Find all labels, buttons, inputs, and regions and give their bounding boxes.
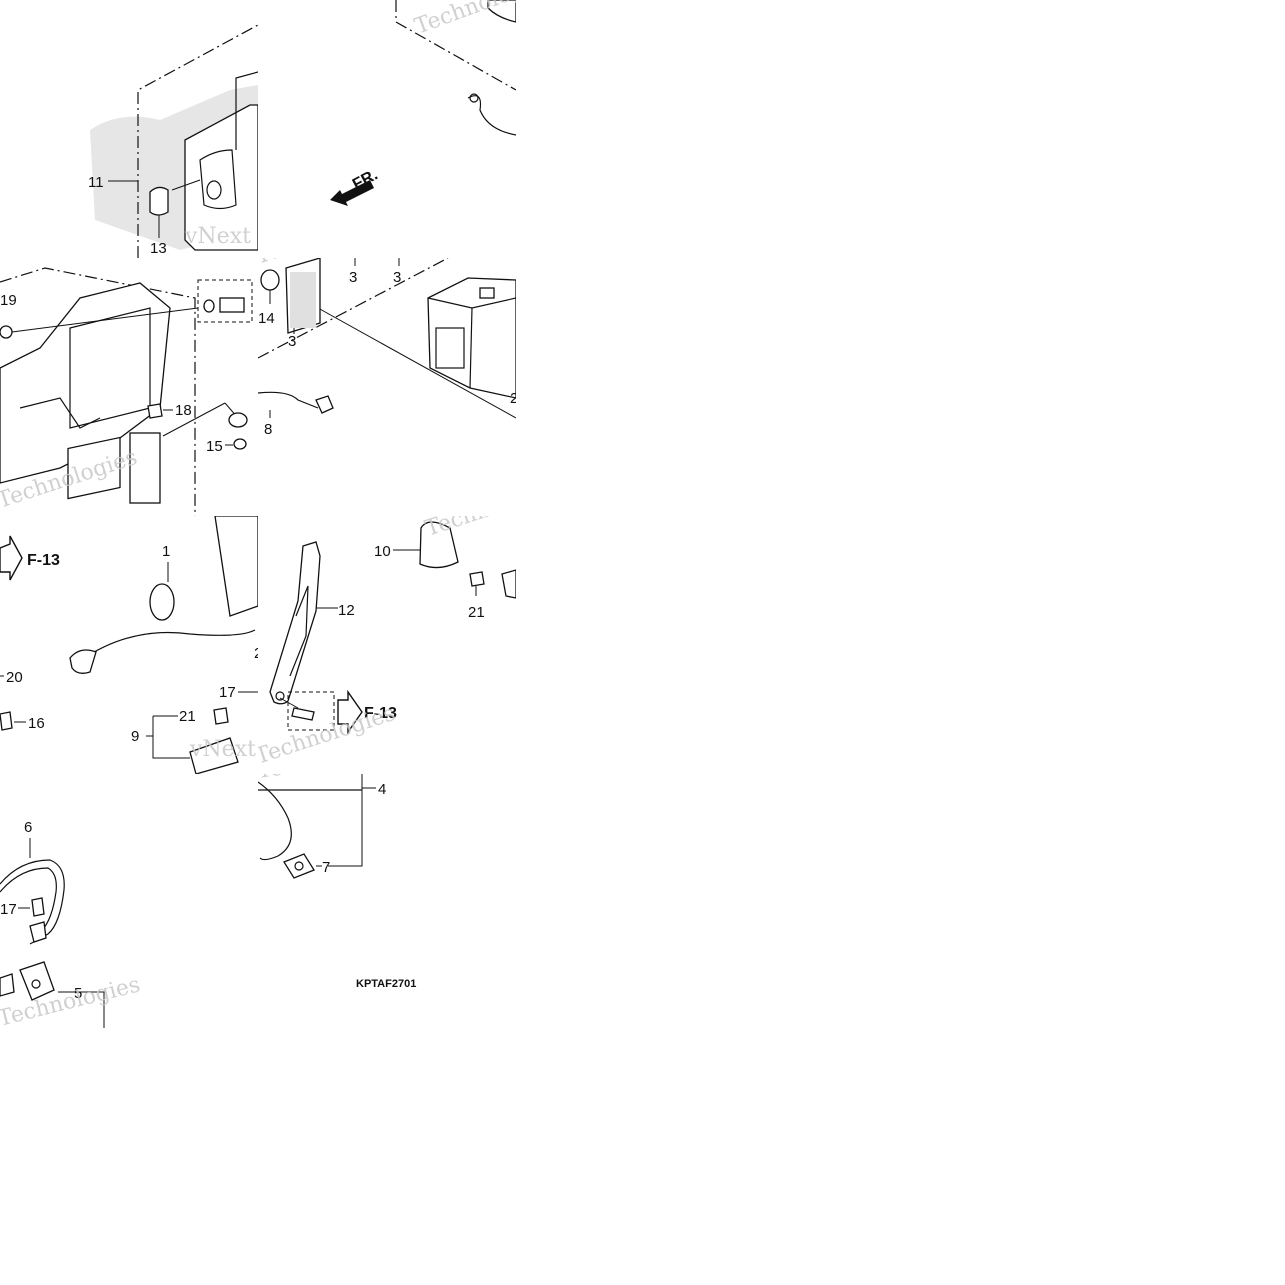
callout-6: 6	[24, 819, 32, 836]
callout-15: 15	[206, 438, 223, 455]
tile-bottom-left-drawing: 6 17 5 Technologies	[0, 819, 143, 1032]
callout-5: 5	[74, 985, 82, 1002]
tile-bottom-left: 6 17 5 Technologies	[0, 774, 258, 1032]
callout-17b: 17	[0, 901, 17, 918]
tile-middle-middle: 14 3 3 3 2 8 Technologies	[258, 258, 516, 516]
diagram-code: KPTAF2701	[356, 978, 416, 990]
tile-middle-middle-drawing: 14 3 3 3 2 8 Technologies	[258, 258, 516, 438]
callout-8: 8	[264, 421, 272, 438]
callout-2a: 2	[510, 390, 516, 407]
callout-17a: 17	[219, 684, 236, 701]
callout-13: 13	[150, 240, 167, 257]
tile-bottom-middle-drawing: 4 7 KPTAF2701 Technologies	[258, 774, 416, 990]
callout-21b: 21	[468, 604, 485, 621]
callout-18: 18	[175, 402, 192, 419]
watermark-text: vNext	[184, 224, 251, 249]
watermark-text: Technologies	[0, 972, 143, 1031]
tile-upper-middle-drawing: FR. Technologies	[330, 0, 516, 206]
callout-3b: 3	[349, 269, 357, 286]
tile-bottom-middle: 4 7 KPTAF2701 Technologies	[258, 774, 516, 1032]
callout-9: 9	[131, 728, 139, 745]
tile-lower-left: F-13 1 2 20 16 9 21 17 vNext	[0, 516, 258, 774]
watermark-text: vNext	[189, 737, 256, 762]
callout-19: 19	[0, 292, 17, 309]
callout-16: 16	[28, 715, 45, 732]
tile-upper-middle: FR. Technologies	[258, 0, 516, 258]
tile-lower-middle: 12 F-13 10 21 Technologies Technologies	[258, 516, 516, 774]
tile-middle-left: 19 18 15 Technologies	[0, 258, 258, 516]
watermark-text: Technologies	[258, 258, 398, 270]
callout-21a: 21	[179, 708, 196, 725]
callout-10: 10	[374, 543, 391, 560]
tile-upper-left-drawing: 11 13 vNext	[88, 24, 258, 258]
callout-14: 14	[258, 310, 275, 327]
tile-middle-left-drawing: 19 18 15 Technologies	[0, 267, 253, 516]
watermark-text: Technologies	[422, 516, 516, 542]
callout-3a: 3	[288, 333, 296, 350]
tile-lower-left-drawing: F-13 1 2 20 16 9 21 17 vNext	[0, 516, 258, 774]
callout-20: 20	[6, 669, 23, 686]
tile-lower-middle-drawing: 12 F-13 10 21 Technologies Technologies	[258, 516, 516, 770]
callout-2b: 2	[254, 645, 258, 662]
ref-f13-right: F-13	[364, 705, 397, 722]
callout-4: 4	[378, 781, 386, 798]
watermark-text: Technologies	[412, 0, 516, 40]
watermark-text: Technologies	[258, 701, 398, 770]
callout-3c: 3	[393, 269, 401, 286]
tile-upper-left: 11 13 vNext	[0, 0, 258, 258]
callout-12: 12	[338, 602, 355, 619]
callout-7: 7	[322, 859, 330, 876]
callout-1: 1	[162, 543, 170, 560]
callout-11: 11	[88, 174, 104, 191]
ref-f13-left: F-13	[27, 552, 60, 569]
